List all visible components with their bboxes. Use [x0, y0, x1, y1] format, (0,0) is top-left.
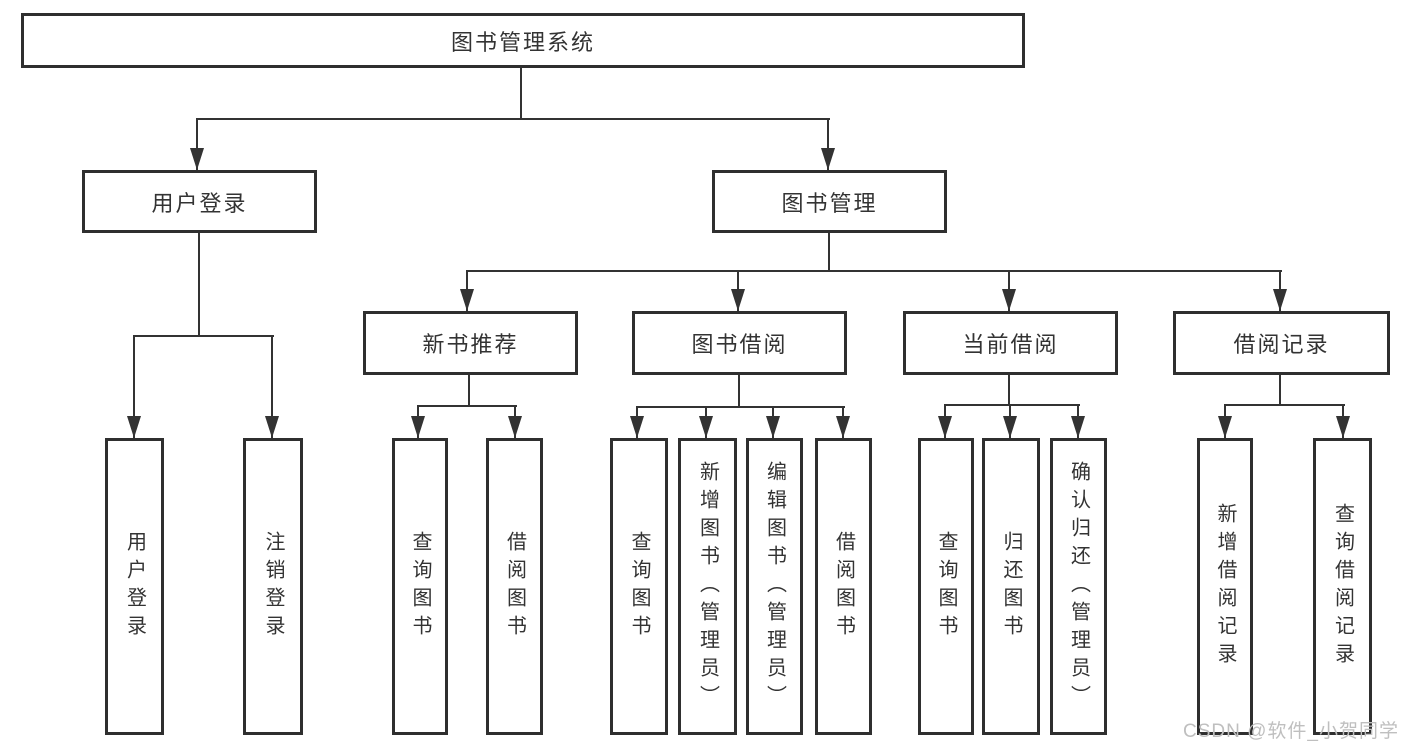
- connector-root-stem: [520, 68, 522, 120]
- leaf-query-books-recommend: 查询图书: [392, 438, 448, 735]
- arrowhead-query-borrow-record: [1336, 416, 1350, 438]
- node-user-login: 用户登录: [82, 170, 317, 233]
- arrowhead-query-books-borrow: [630, 416, 644, 438]
- connector-drop-leaf-user-login: [133, 336, 135, 438]
- arrowhead-borrow-records: [1273, 289, 1287, 311]
- leaf-edit-book-admin: 编辑图书（管理员）: [746, 438, 803, 735]
- connector-book-management-stem: [828, 233, 830, 271]
- arrowhead-current-borrow: [1002, 289, 1016, 311]
- leaf-query-books-current: 查询图书: [918, 438, 974, 735]
- connector-root-branch: [196, 118, 830, 120]
- connector-user-login-branch: [133, 335, 274, 337]
- arrowhead-book-borrow: [731, 289, 745, 311]
- arrowhead-leaf-user-login: [127, 416, 141, 438]
- connector-borrow-records-branch: [1224, 404, 1345, 406]
- node-book-management: 图书管理: [712, 170, 947, 233]
- node-book-borrow: 图书借阅: [632, 311, 847, 375]
- leaf-logout: 注销登录: [243, 438, 303, 735]
- arrowhead-new-book-recommend: [460, 289, 474, 311]
- arrowhead-query-books-recommend: [411, 416, 425, 438]
- leaf-query-books-borrow: 查询图书: [610, 438, 668, 735]
- connector-drop-book-management: [827, 119, 829, 170]
- node-borrow-records: 借阅记录: [1173, 311, 1390, 375]
- connector-current-borrow-stem: [1008, 373, 1010, 406]
- arrowhead-confirm-return-admin: [1071, 416, 1085, 438]
- connector-new-book-recommend-branch: [417, 405, 517, 407]
- arrowhead-add-book-admin: [699, 416, 713, 438]
- arrowhead-add-borrow-record: [1218, 416, 1232, 438]
- node-new-book-recommend: 新书推荐: [363, 311, 578, 375]
- leaf-borrow-books-recommend: 借阅图书: [486, 438, 543, 735]
- connector-borrow-records-stem: [1279, 373, 1281, 406]
- connector-drop-leaf-logout: [271, 336, 273, 438]
- connector-book-management-branch: [466, 270, 1282, 272]
- connector-drop-user-login: [196, 119, 198, 170]
- arrowhead-borrow-books-recommend: [508, 416, 522, 438]
- leaf-return-book: 归还图书: [982, 438, 1040, 735]
- connector-book-borrow-stem: [738, 374, 740, 408]
- connector-new-book-recommend-stem: [468, 374, 470, 407]
- connector-user-login-stem: [198, 233, 200, 336]
- connector-current-borrow-branch: [944, 404, 1080, 406]
- csdn-watermark: CSDN @软件_小贺同学: [1183, 721, 1399, 742]
- leaf-user-login: 用户登录: [105, 438, 164, 735]
- leaf-add-book-admin: 新增图书（管理员）: [678, 438, 737, 735]
- connector-book-borrow-branch: [636, 406, 845, 408]
- node-root: 图书管理系统: [21, 13, 1025, 68]
- leaf-add-borrow-record: 新增借阅记录: [1197, 438, 1253, 735]
- arrowhead-borrow-books: [836, 416, 850, 438]
- leaf-query-borrow-record: 查询借阅记录: [1313, 438, 1372, 735]
- arrowhead-book-management: [821, 148, 835, 170]
- node-current-borrow: 当前借阅: [903, 311, 1118, 375]
- leaf-borrow-books: 借阅图书: [815, 438, 872, 735]
- arrowhead-user-login: [190, 148, 204, 170]
- arrowhead-edit-book-admin: [766, 416, 780, 438]
- leaf-confirm-return-admin: 确认归还（管理员）: [1050, 438, 1107, 735]
- arrowhead-query-books-current: [938, 416, 952, 438]
- arrowhead-return-book: [1003, 416, 1017, 438]
- arrowhead-leaf-logout: [265, 416, 279, 438]
